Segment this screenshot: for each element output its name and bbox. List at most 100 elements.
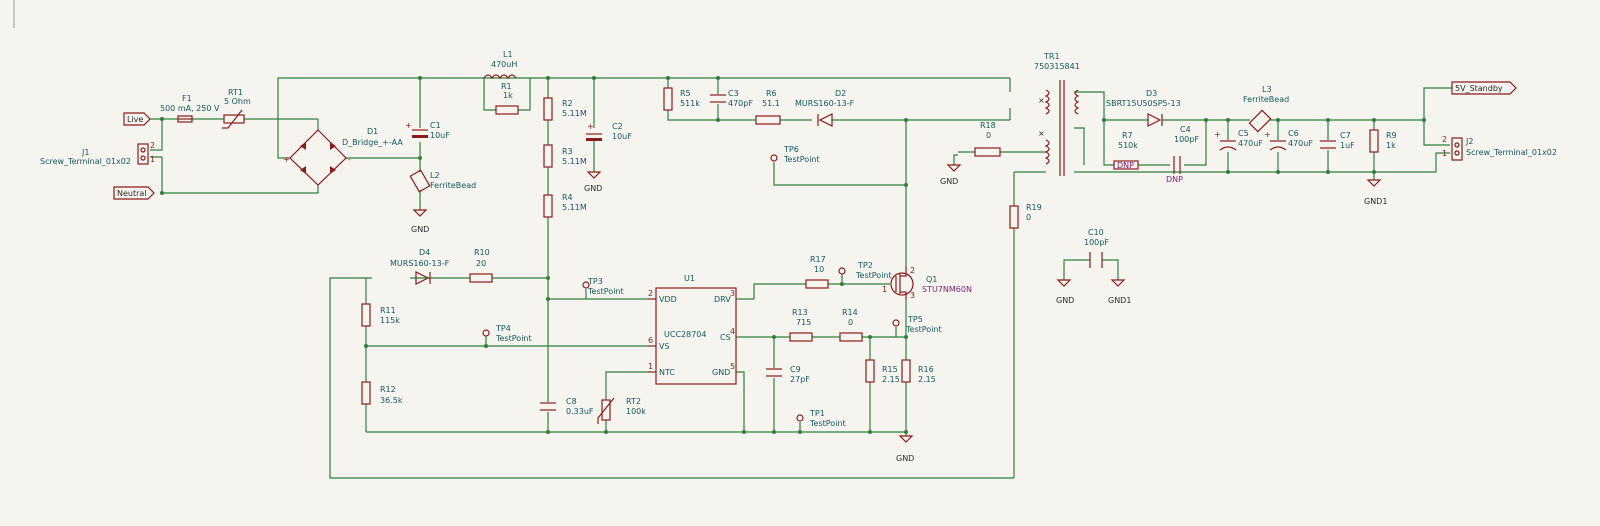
svg-text:1uF: 1uF xyxy=(1340,141,1355,150)
r15-resistor: R15 2.15 xyxy=(865,359,900,384)
tr1-transformer: × × TR1 750315841 xyxy=(1034,52,1080,176)
svg-text:DNP: DNP xyxy=(1117,161,1134,170)
svg-text:2.15: 2.15 xyxy=(882,375,900,384)
svg-text:C3: C3 xyxy=(728,89,739,98)
svg-text:R5: R5 xyxy=(680,89,691,98)
svg-text:TR1: TR1 xyxy=(1043,52,1060,61)
svg-text:750315841: 750315841 xyxy=(1034,62,1080,71)
svg-text:UCC28704: UCC28704 xyxy=(664,330,706,339)
svg-text:5.11M: 5.11M xyxy=(562,203,587,212)
junctions xyxy=(160,76,1426,434)
svg-text:+: + xyxy=(405,121,412,130)
svg-text:1: 1 xyxy=(150,155,155,164)
j2-connector: 2 1 J2 Screw_Terminal_01x02 xyxy=(1442,135,1557,161)
svg-text:VDD: VDD xyxy=(659,295,677,304)
svg-text:C8: C8 xyxy=(566,397,577,406)
r1-resistor: R1 1k xyxy=(495,82,519,115)
svg-text:Q1: Q1 xyxy=(926,275,937,284)
r3-resistor: R3 5.11M xyxy=(543,144,587,168)
svg-text:R10: R10 xyxy=(474,248,490,257)
svg-text:5V_Standby: 5V_Standby xyxy=(1455,84,1503,93)
svg-text:C9: C9 xyxy=(790,365,801,374)
svg-text:GND: GND xyxy=(896,454,914,463)
svg-text:L1: L1 xyxy=(503,50,513,59)
svg-text:SBRT15U50SP5-13: SBRT15U50SP5-13 xyxy=(1106,99,1181,108)
tp4-testpoint: TP4 TestPoint xyxy=(482,324,532,343)
neutral-label: Neutral xyxy=(113,186,155,200)
svg-text:R14: R14 xyxy=(842,308,858,317)
svg-text:10uF: 10uF xyxy=(612,132,632,141)
svg-text:TP2: TP2 xyxy=(857,261,873,270)
svg-text:C2: C2 xyxy=(612,122,623,131)
svg-text:RT1: RT1 xyxy=(228,88,243,97)
rt2-thermistor: RT2 100k xyxy=(597,397,646,424)
tp6-testpoint: TP6 TestPoint xyxy=(770,145,820,164)
svg-text:TestPoint: TestPoint xyxy=(905,325,942,334)
svg-text:36.5k: 36.5k xyxy=(380,396,403,405)
d1-bridge-rectifier: + - D1 D_Bridge_+-AA xyxy=(283,127,403,186)
r19-resistor: R19 0 xyxy=(1009,203,1042,229)
svg-text:510k: 510k xyxy=(1118,141,1138,150)
r12-resistor: R12 36.5k xyxy=(361,381,403,405)
l2-ferrite-bead: L2 FerriteBead xyxy=(409,169,476,193)
svg-text:×: × xyxy=(1038,129,1045,138)
svg-text:+: + xyxy=(587,122,594,131)
svg-text:100k: 100k xyxy=(626,407,646,416)
svg-text:TP6: TP6 xyxy=(783,145,799,154)
j1-connector: 2 1 J1 Screw_Terminal_01x02 xyxy=(40,141,155,166)
svg-text:1: 1 xyxy=(882,285,887,294)
svg-text:-: - xyxy=(348,155,351,164)
svg-text:TestPoint: TestPoint xyxy=(855,271,892,280)
svg-text:R9: R9 xyxy=(1386,131,1397,140)
svg-text:×: × xyxy=(1038,96,1045,105)
svg-text:2.15: 2.15 xyxy=(918,375,936,384)
svg-text:0: 0 xyxy=(986,131,991,140)
svg-text:R1: R1 xyxy=(501,82,512,91)
svg-text:D2: D2 xyxy=(835,89,846,98)
svg-text:2: 2 xyxy=(1442,135,1447,144)
svg-text:51.1: 51.1 xyxy=(762,99,780,108)
l1-inductor: L1 470uH xyxy=(483,50,517,80)
svg-text:10: 10 xyxy=(814,265,824,274)
svg-text:5.11M: 5.11M xyxy=(562,157,587,166)
svg-text:R15: R15 xyxy=(882,365,898,374)
svg-text:D4: D4 xyxy=(419,248,430,257)
svg-text:TP5: TP5 xyxy=(907,315,923,324)
svg-text:100pF: 100pF xyxy=(1084,238,1109,247)
svg-text:470pF: 470pF xyxy=(728,99,753,108)
tp3-testpoint: TP3 TestPoint xyxy=(582,277,624,296)
gnd-symbol-aux: GND xyxy=(940,164,962,186)
svg-text:R13: R13 xyxy=(792,308,808,317)
svg-text:R11: R11 xyxy=(380,306,396,315)
c6-capacitor: + C6 470uF xyxy=(1264,129,1313,151)
gnd-symbol-c2: GND xyxy=(584,171,602,193)
c9-capacitor: C9 27pF xyxy=(766,365,810,384)
svg-text:R6: R6 xyxy=(766,89,777,98)
svg-text:D3: D3 xyxy=(1146,89,1157,98)
r13-resistor: R13 715 xyxy=(789,308,813,342)
f1-fuse: F1 500 mA, 250 V xyxy=(160,94,220,123)
svg-text:C7: C7 xyxy=(1340,131,1351,140)
svg-text:FerriteBead: FerriteBead xyxy=(1243,95,1289,104)
c3-capacitor: C3 470pF xyxy=(710,89,753,108)
svg-text:0: 0 xyxy=(1026,213,1031,222)
svg-text:+: + xyxy=(283,155,290,164)
svg-text:GND: GND xyxy=(940,177,958,186)
l3-ferrite-bead: L3 FerriteBead xyxy=(1243,85,1289,133)
c4-capacitor: C4 100pF DNP xyxy=(1166,125,1199,184)
svg-text:R16: R16 xyxy=(918,365,934,374)
svg-text:470uF: 470uF xyxy=(1238,139,1263,148)
svg-text:C1: C1 xyxy=(430,121,441,130)
svg-text:715: 715 xyxy=(796,318,811,327)
svg-text:DNP: DNP xyxy=(1166,175,1183,184)
svg-text:F1: F1 xyxy=(182,94,192,103)
svg-text:D_Bridge_+-AA: D_Bridge_+-AA xyxy=(342,138,403,147)
svg-text:MURS160-13-F: MURS160-13-F xyxy=(795,99,855,108)
svg-text:C10: C10 xyxy=(1088,228,1104,237)
r16-resistor: R16 2.15 xyxy=(901,359,936,384)
svg-text:D1: D1 xyxy=(367,127,378,136)
c7-capacitor: C7 1uF xyxy=(1320,131,1355,150)
svg-text:500 mA, 250 V: 500 mA, 250 V xyxy=(160,104,220,113)
svg-text:R17: R17 xyxy=(810,255,826,264)
svg-text:Screw_Terminal_01x02: Screw_Terminal_01x02 xyxy=(40,157,131,166)
